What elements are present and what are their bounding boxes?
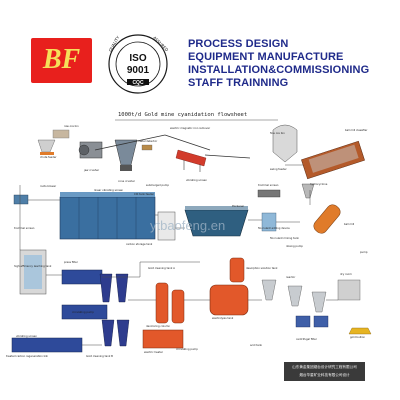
label-gold-cleaning-tank-a: Gold cleaning tank A (148, 267, 175, 270)
centrifugal-filter-shape (295, 315, 329, 328)
label-electric-heater: electric heater (144, 351, 163, 354)
bf-logo: BF (31, 38, 92, 83)
electrolysis-tank-shape (209, 284, 249, 316)
label-reactor: reactor (286, 276, 296, 279)
conveyor-main (94, 134, 251, 159)
electric-heater-shape (142, 329, 184, 349)
footer-line-2: 烟台华星矿业科技有限公司设计 (299, 373, 350, 377)
svg-text:9001: 9001 (127, 65, 150, 76)
label-ball-mill: ball mill (344, 223, 355, 226)
label-ball-mill-classifier: ball mill classifier (345, 129, 368, 132)
label-cik-tank-feeder: CIK tank feeder (134, 193, 155, 196)
label-centrifugal-filter: centrifugal filter (296, 338, 317, 341)
label-press-filter: press filter (64, 261, 78, 264)
header-line-4: STAFF TRAINNING (188, 77, 289, 89)
carbon-storage-tank-shape (157, 211, 176, 241)
ball-mill-shape (313, 204, 341, 234)
header-line-3: INSTALLATION&COMMISSIONING (188, 64, 370, 76)
desorption-columns (155, 257, 245, 324)
thickener-shape (184, 206, 249, 237)
label-swing-feeder: swing feeder (270, 168, 287, 171)
label-linear-vibrating-screen: linear vibrating screen (94, 189, 124, 192)
cone-crusher-shape (114, 139, 138, 171)
bf-logo-text: BF (42, 44, 81, 75)
label-pump: pump (360, 251, 368, 254)
label-vibrating-screen-2: vibrating screen (16, 335, 38, 338)
label-decoloring-column: decoloring column (146, 325, 171, 328)
fine-ore-bin-shape (272, 124, 298, 163)
label-raw-ore-bin: raw ore bin (64, 125, 79, 128)
gold-bullion-shape (348, 327, 372, 335)
label-iron-remover: electric magnetic iron remover (170, 127, 211, 130)
label-thickener: thickener (232, 205, 245, 208)
label-leaching-tank: high efficiency leaching tank (14, 265, 52, 268)
label-circulating-pump-1: circulating pump (72, 311, 94, 314)
label-submerged-pump: submerged pump (146, 184, 169, 187)
label-dosing-pump: dosing pump (286, 245, 303, 248)
label-jaw-crusher: jaw crusher (84, 169, 100, 172)
header-line-1: PROCESS DESIGN (188, 38, 289, 50)
jaw-crusher-shape (78, 141, 103, 159)
footer-line-1: 山东黄金集团烟台设计研究工程有限公司 (292, 365, 357, 369)
label-hydrocyclone: hydrocyclone (310, 183, 328, 186)
dry-room-shape (337, 279, 361, 301)
roots-blower-shape (13, 194, 29, 205)
ball-mill-classifier-shape (301, 140, 365, 180)
label-chute-feeder: chute feeder (40, 156, 57, 159)
gold-cleaning-tanks (99, 273, 130, 347)
reactor-row (261, 279, 327, 313)
trommel-screen-shape (257, 189, 281, 198)
label-trommel-screen-2: trommel screen (14, 227, 35, 230)
label-metal-detector: metal detector (138, 140, 158, 143)
raw-ore-bin-shape (52, 129, 70, 139)
label-roots-blower: roots blower (40, 185, 57, 188)
label-trommel-screen-1: trommel screen (258, 184, 279, 187)
watermark: ytbaofeng.en (150, 218, 226, 233)
label-circulating-pump-2: circulating pump (176, 348, 198, 351)
label-gold-cleaning-tank-b: Gold cleaning tank B (86, 355, 113, 358)
header-line-2: EQUIPMENT MANUFACTURE (188, 51, 344, 63)
footer-company-box: 山东黄金集团烟台设计研究工程有限公司 烟台华星矿业科技有限公司设计 (284, 362, 365, 381)
flowsheet-title: 1000t/d Gold mine cyanidation flowsheet (118, 112, 248, 118)
label-dry-room: dry room (340, 273, 352, 276)
leaching-agitator-shape (19, 249, 47, 295)
label-cone-crusher: cone crusher (118, 180, 135, 183)
regeneration-kiln-shape (11, 337, 83, 353)
label-gold-bullion: gold bullion (350, 336, 366, 339)
label-flocculant-mixing-tank: flocculant mixing tank (270, 237, 299, 240)
label-acid-tank: acid tank (250, 344, 262, 347)
cil-tank-row (59, 192, 156, 240)
label-regeneration-kiln: treated carbon regeneration kiln (6, 355, 49, 358)
chute-feeder-shape (37, 139, 56, 155)
svg-text:CQC: CQC (132, 80, 144, 86)
vibrating-screen-shape (175, 149, 207, 172)
label-flocculant-adding-device: flocculant adding device (258, 227, 290, 230)
flow-lines (19, 164, 338, 346)
label-desorption-solution-tank: desorption solution tank (246, 267, 278, 270)
iso-seal: ISO 9001 CQC QUALITY ASSURED (108, 34, 169, 94)
svg-text:ISO: ISO (129, 53, 146, 64)
label-fine-ore-bin: fine ore bin (270, 132, 285, 135)
label-carbon-storage-tank: carbon storage tank (126, 243, 153, 246)
press-filter-shape (61, 269, 108, 320)
metal-detector-shape (141, 144, 153, 151)
label-electrolysis-tank: electrolysis tank (212, 317, 234, 320)
label-vibrating-screen: vibrating screen (186, 179, 208, 182)
